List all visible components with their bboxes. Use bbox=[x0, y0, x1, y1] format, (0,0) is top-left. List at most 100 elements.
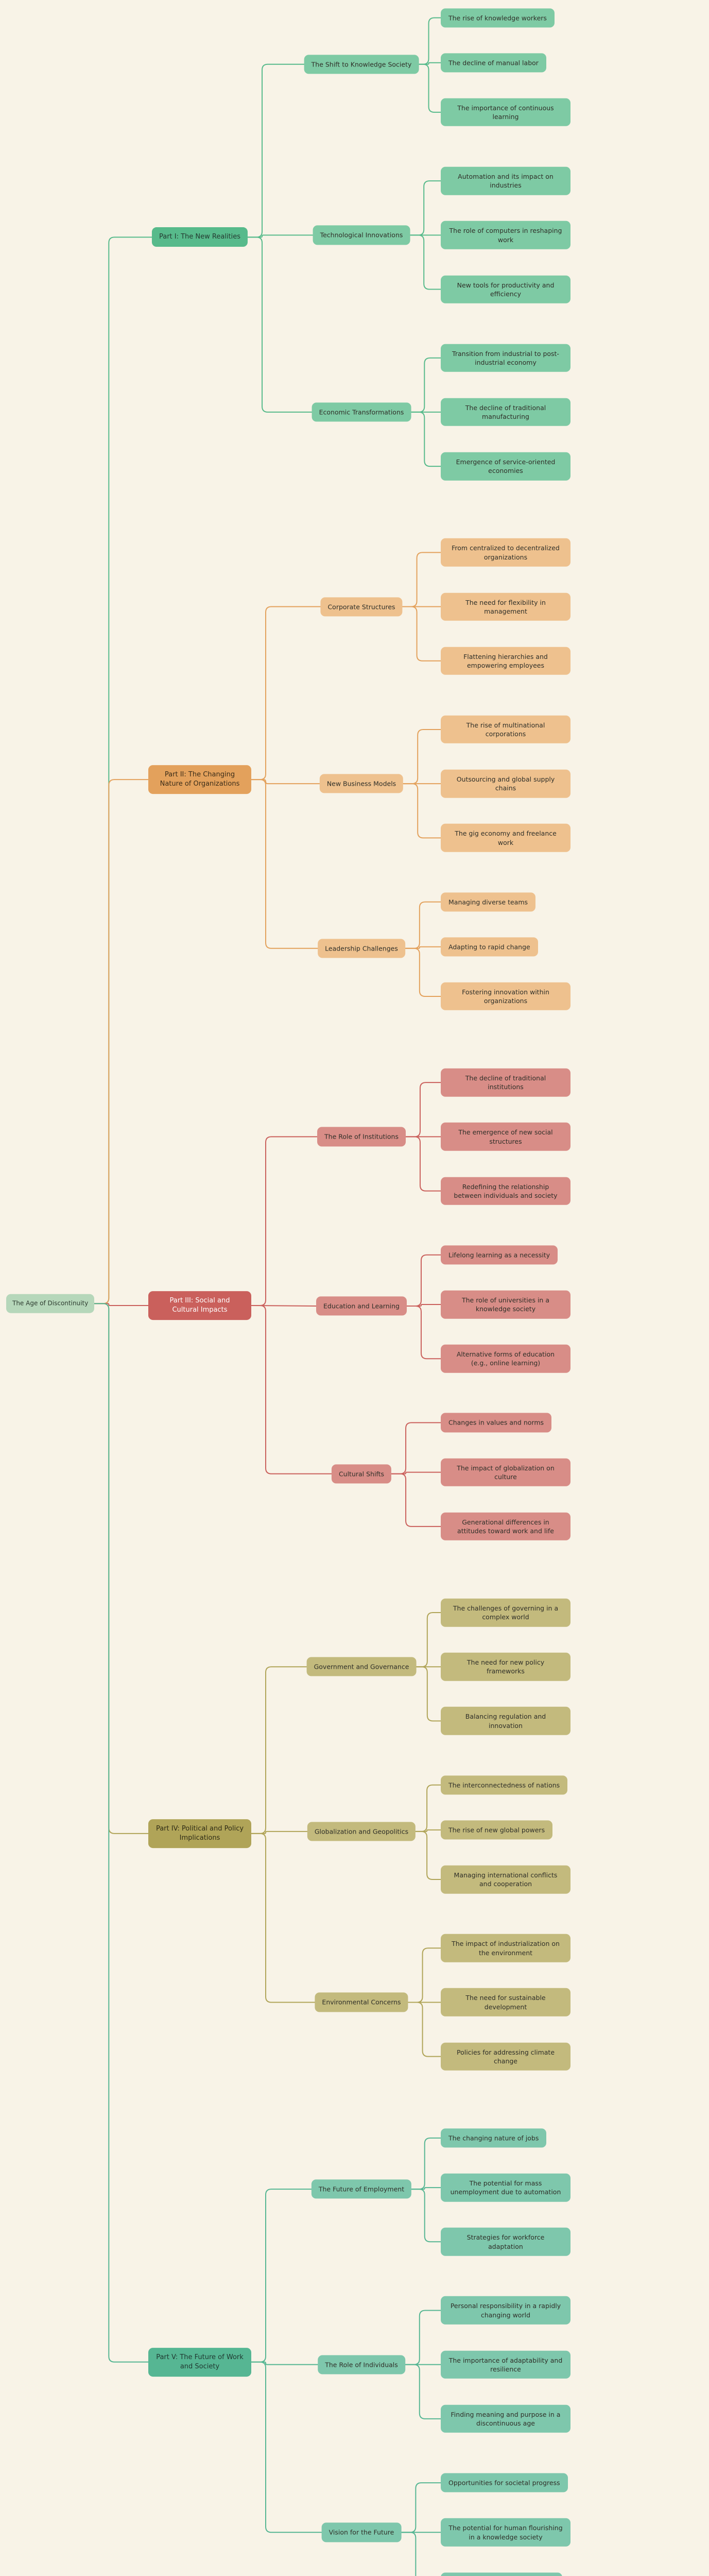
leaf-node: The potential for human flourishing in a… bbox=[441, 2518, 570, 2547]
connector-line bbox=[404, 901, 441, 949]
topic-node: The Shift to Knowledge Society bbox=[304, 55, 419, 74]
connector-line bbox=[404, 2310, 441, 2365]
connector-line bbox=[401, 2482, 441, 2533]
connector-line bbox=[251, 2189, 312, 2363]
connector-line bbox=[411, 2189, 441, 2243]
leaf-node: Transition from industrial to post-indus… bbox=[441, 344, 570, 372]
leaf-node: The impact of industrialization on the e… bbox=[441, 1934, 570, 1962]
connector-line bbox=[410, 411, 441, 467]
connector-line bbox=[415, 1829, 441, 1832]
connector-line bbox=[416, 1612, 441, 1668]
connector-line bbox=[415, 1784, 441, 1832]
connector-line bbox=[403, 728, 441, 785]
leaf-node: The emergence of new social structures bbox=[441, 1123, 570, 1151]
connector-line bbox=[406, 1304, 441, 1307]
leaf-node: The decline of traditional manufacturing bbox=[441, 398, 570, 427]
connector-line bbox=[247, 236, 313, 413]
leaf-node: Opportunities for societal progress bbox=[441, 2473, 568, 2493]
leaf-node: The rise of new global powers bbox=[441, 1820, 553, 1840]
leaf-node: The need for flexibility in management bbox=[441, 592, 570, 621]
root-node: The Age of Discontinuity bbox=[6, 1294, 95, 1313]
topic-node: New Business Models bbox=[319, 774, 404, 793]
connector-line bbox=[251, 1136, 318, 1306]
branch-node-4: Part IV: Political and Policy Implicatio… bbox=[148, 1819, 251, 1848]
leaf-node: The changing nature of jobs bbox=[441, 2128, 547, 2148]
connector-line bbox=[418, 62, 441, 65]
topic-node: Vision for the Future bbox=[321, 2522, 402, 2542]
topic-node: Cultural Shifts bbox=[331, 1464, 392, 1484]
topic-node: Education and Learning bbox=[316, 1296, 407, 1316]
leaf-node: Preparing for an uncertain future bbox=[441, 2572, 562, 2576]
branch-node-5: Part V: The Future of Work and Society bbox=[148, 2347, 251, 2377]
branch-node-3: Part III: Social and Cultural Impacts bbox=[148, 1291, 251, 1320]
topic-node: Technological Innovations bbox=[313, 225, 410, 245]
leaf-node: From centralized to decentralized organi… bbox=[441, 538, 570, 567]
connector-line bbox=[409, 180, 441, 236]
leaf-node: New tools for productivity and efficienc… bbox=[441, 275, 570, 303]
leaf-node: Lifelong learning as a necessity bbox=[441, 1245, 558, 1265]
leaf-node: The gig economy and freelance work bbox=[441, 824, 570, 852]
connector-line bbox=[411, 2187, 441, 2190]
leaf-node: Personal responsibility in a rapidly cha… bbox=[441, 2296, 570, 2325]
leaf-node: Balancing regulation and innovation bbox=[441, 1707, 570, 1735]
leaf-node: Automation and its impact on industries bbox=[441, 166, 570, 195]
connector-line bbox=[416, 1666, 441, 1722]
branch-node-2: Part II: The Changing Nature of Organiza… bbox=[148, 765, 251, 794]
leaf-node: Outsourcing and global supply chains bbox=[441, 769, 570, 798]
leaf-node: Managing international conflicts and coo… bbox=[441, 1865, 570, 1894]
leaf-node: Strategies for workforce adaptation bbox=[441, 2228, 570, 2256]
connector-line bbox=[94, 1303, 149, 1306]
connector-line bbox=[94, 779, 149, 1304]
leaf-node: Generational differences in attitudes to… bbox=[441, 1512, 570, 1541]
connector-line bbox=[418, 17, 441, 65]
connector-line bbox=[251, 2361, 322, 2533]
connector-line bbox=[251, 1666, 307, 1834]
connector-line bbox=[415, 1831, 441, 1880]
connector-line bbox=[405, 1136, 441, 1192]
connector-line bbox=[406, 1306, 441, 1360]
connector-line bbox=[251, 1833, 316, 2003]
connector-line bbox=[402, 552, 441, 607]
leaf-node: Redefining the relationship between indi… bbox=[441, 1177, 570, 1205]
topic-node: Economic Transformations bbox=[312, 402, 411, 422]
connector-line bbox=[247, 234, 314, 238]
leaf-node: Adapting to rapid change bbox=[441, 937, 538, 957]
leaf-node: Policies for addressing climate change bbox=[441, 2042, 570, 2071]
topic-node: Corporate Structures bbox=[320, 597, 403, 617]
connector-line bbox=[94, 236, 152, 1304]
topic-node: Environmental Concerns bbox=[315, 1992, 408, 2012]
connector-line bbox=[404, 947, 441, 997]
leaf-node: The need for new policy frameworks bbox=[441, 1652, 570, 1681]
connector-line bbox=[251, 1305, 332, 1475]
leaf-node: The challenges of governing in a complex… bbox=[441, 1598, 570, 1627]
leaf-node: The decline of traditional institutions bbox=[441, 1068, 570, 1097]
connector-line bbox=[251, 606, 321, 781]
leaf-node: Fostering innovation within organization… bbox=[441, 982, 570, 1011]
connector-line bbox=[407, 1947, 441, 2003]
connector-line bbox=[407, 2002, 441, 2057]
topic-node: Globalization and Geopolitics bbox=[307, 1822, 416, 1841]
leaf-node: Finding meaning and purpose in a discont… bbox=[441, 2404, 570, 2433]
leaf-node: The importance of adaptability and resil… bbox=[441, 2350, 570, 2379]
leaf-node: The role of universities in a knowledge … bbox=[441, 1290, 570, 1319]
connector-line bbox=[404, 946, 441, 949]
leaf-node: The importance of continuous learning bbox=[441, 98, 570, 127]
connector-line bbox=[94, 1303, 149, 1834]
topic-node: Leadership Challenges bbox=[318, 939, 405, 958]
connector-line bbox=[405, 1082, 441, 1138]
connector-line bbox=[404, 2364, 441, 2419]
topic-node: Government and Governance bbox=[306, 1657, 417, 1676]
leaf-node: Alternative forms of education (e.g., on… bbox=[441, 1344, 570, 1373]
leaf-node: The need for sustainable development bbox=[441, 1988, 570, 2016]
connector-line bbox=[251, 779, 320, 785]
leaf-node: Flattening hierarchies and empowering em… bbox=[441, 647, 570, 675]
connector-line bbox=[247, 63, 305, 238]
connector-line bbox=[391, 1471, 441, 1475]
connector-line bbox=[391, 1473, 441, 1527]
connector-line bbox=[402, 606, 441, 662]
leaf-node: The potential for mass unemployment due … bbox=[441, 2173, 570, 2202]
connector-line bbox=[251, 2361, 319, 2365]
connector-line bbox=[418, 63, 441, 113]
leaf-node: The decline of manual labor bbox=[441, 53, 546, 73]
